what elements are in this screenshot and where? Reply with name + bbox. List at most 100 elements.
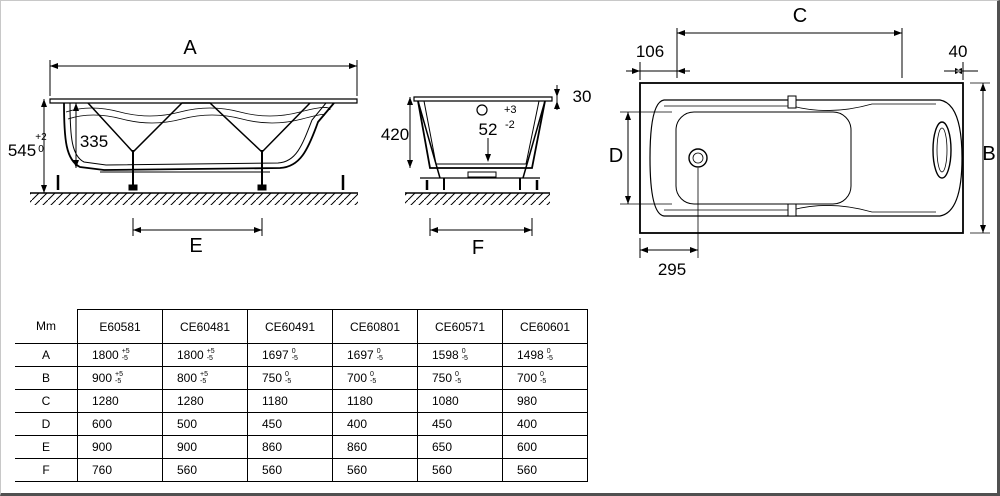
- cell-value: 1598: [432, 347, 459, 362]
- cell-value: 400: [517, 417, 538, 431]
- label-40: 40: [949, 42, 968, 61]
- cell-tolerance: 0-5: [370, 371, 376, 385]
- cell-value: 860: [262, 440, 283, 454]
- cell-value: 750: [262, 370, 283, 385]
- table-cell: 1180: [332, 389, 418, 413]
- tolerance-lower: -5: [370, 378, 377, 386]
- overflow: [476, 104, 488, 116]
- tolerance-upper: +5: [200, 371, 209, 379]
- cell-value: 560: [432, 463, 453, 477]
- table-cell: 500: [162, 412, 248, 436]
- frame-brace: [417, 100, 546, 179]
- cell-tolerance: 0-5: [455, 371, 461, 385]
- cell-value: 1697: [347, 347, 374, 362]
- tolerance-lower: -5: [200, 378, 207, 386]
- table-cell: 560: [162, 458, 248, 482]
- cell-tolerance: +5-5: [207, 348, 215, 362]
- cell-value: 1180: [262, 394, 288, 408]
- table-cell: 560: [502, 458, 588, 482]
- tolerance-upper: +5: [115, 371, 124, 379]
- table-cell: 1800+5-5: [77, 343, 163, 367]
- rim: [49, 98, 358, 104]
- cell-value: 600: [92, 417, 113, 431]
- cell-value: 560: [347, 463, 368, 477]
- label-545: 545: [8, 141, 36, 160]
- cell-tolerance: 0-5: [462, 348, 468, 362]
- top-view: [620, 28, 990, 258]
- label-a: A: [183, 37, 197, 59]
- label-d: D: [609, 145, 623, 167]
- tolerance-upper: 0: [291, 348, 296, 356]
- cell-value: 700: [347, 370, 368, 385]
- cell-value: 1498: [517, 347, 544, 362]
- table-cell: 900: [77, 435, 163, 459]
- table-cell: 560: [417, 458, 503, 482]
- basin-outline: [649, 99, 963, 217]
- column-header: CE60571: [417, 309, 503, 344]
- table-cell: 760: [77, 458, 163, 482]
- tolerance-lower: -5: [455, 378, 462, 386]
- tolerance-upper: +5: [206, 348, 215, 356]
- tolerance-upper: 0: [546, 348, 551, 356]
- row-label: B: [15, 366, 78, 390]
- frame-brace: [87, 102, 311, 154]
- drain: [688, 148, 708, 168]
- cell-value: 980: [517, 394, 538, 408]
- cell-value: 560: [262, 463, 283, 477]
- tub-outline: [639, 82, 964, 234]
- table-cell: 1800+5-5: [162, 343, 248, 367]
- cell-value: 1697: [262, 347, 289, 362]
- tolerance-lower: -5: [540, 378, 547, 386]
- tolerance-lower: -5: [285, 378, 292, 386]
- cell-tolerance: 0-5: [285, 371, 291, 385]
- cell-value: 900: [92, 370, 113, 385]
- table-cell: 450: [417, 412, 503, 436]
- tolerance-lower: -5: [461, 355, 468, 363]
- cell-value: 1280: [177, 394, 204, 408]
- cell-value: 560: [177, 463, 198, 477]
- cell-value: 450: [262, 417, 283, 431]
- cell-tolerance: +5-5: [122, 348, 130, 362]
- tolerance-lower: -5: [121, 355, 128, 363]
- table-corner-unit: Mm: [15, 309, 78, 344]
- table-cell: 900: [162, 435, 248, 459]
- cell-value: 600: [517, 440, 538, 454]
- cell-tolerance: 0-5: [540, 371, 546, 385]
- cell-value: 1080: [432, 394, 459, 408]
- label-f: F: [472, 237, 484, 259]
- table-cell: 600: [77, 412, 163, 436]
- table-cell: 980: [502, 389, 588, 413]
- table-cell: 560: [332, 458, 418, 482]
- cell-value: 1800: [177, 347, 204, 362]
- cell-value: 700: [517, 370, 538, 385]
- tolerance-upper: 0: [370, 371, 374, 379]
- side-view: [30, 60, 358, 236]
- cell-value: 450: [432, 417, 453, 431]
- label-angle: 52: [479, 120, 498, 139]
- label-angle-tol-upper: +3: [504, 104, 517, 116]
- cell-value: 650: [432, 440, 453, 454]
- label-545-tol-upper: +2: [35, 132, 47, 143]
- row-label: E: [15, 435, 78, 459]
- column-header: CE60481: [162, 309, 248, 344]
- cell-value: 760: [92, 463, 113, 477]
- table-cell: 650: [417, 435, 503, 459]
- label-295: 295: [658, 260, 686, 279]
- cell-tolerance: +5-5: [115, 371, 123, 385]
- floor-hatch: [405, 193, 550, 205]
- table-cell: 1280: [77, 389, 163, 413]
- label-106: 106: [636, 42, 664, 61]
- table-cell: 860: [332, 435, 418, 459]
- cell-value: 500: [177, 417, 198, 431]
- column-header: CE60491: [247, 309, 333, 344]
- table-cell: 560: [247, 458, 333, 482]
- cell-value: 1800: [92, 347, 119, 362]
